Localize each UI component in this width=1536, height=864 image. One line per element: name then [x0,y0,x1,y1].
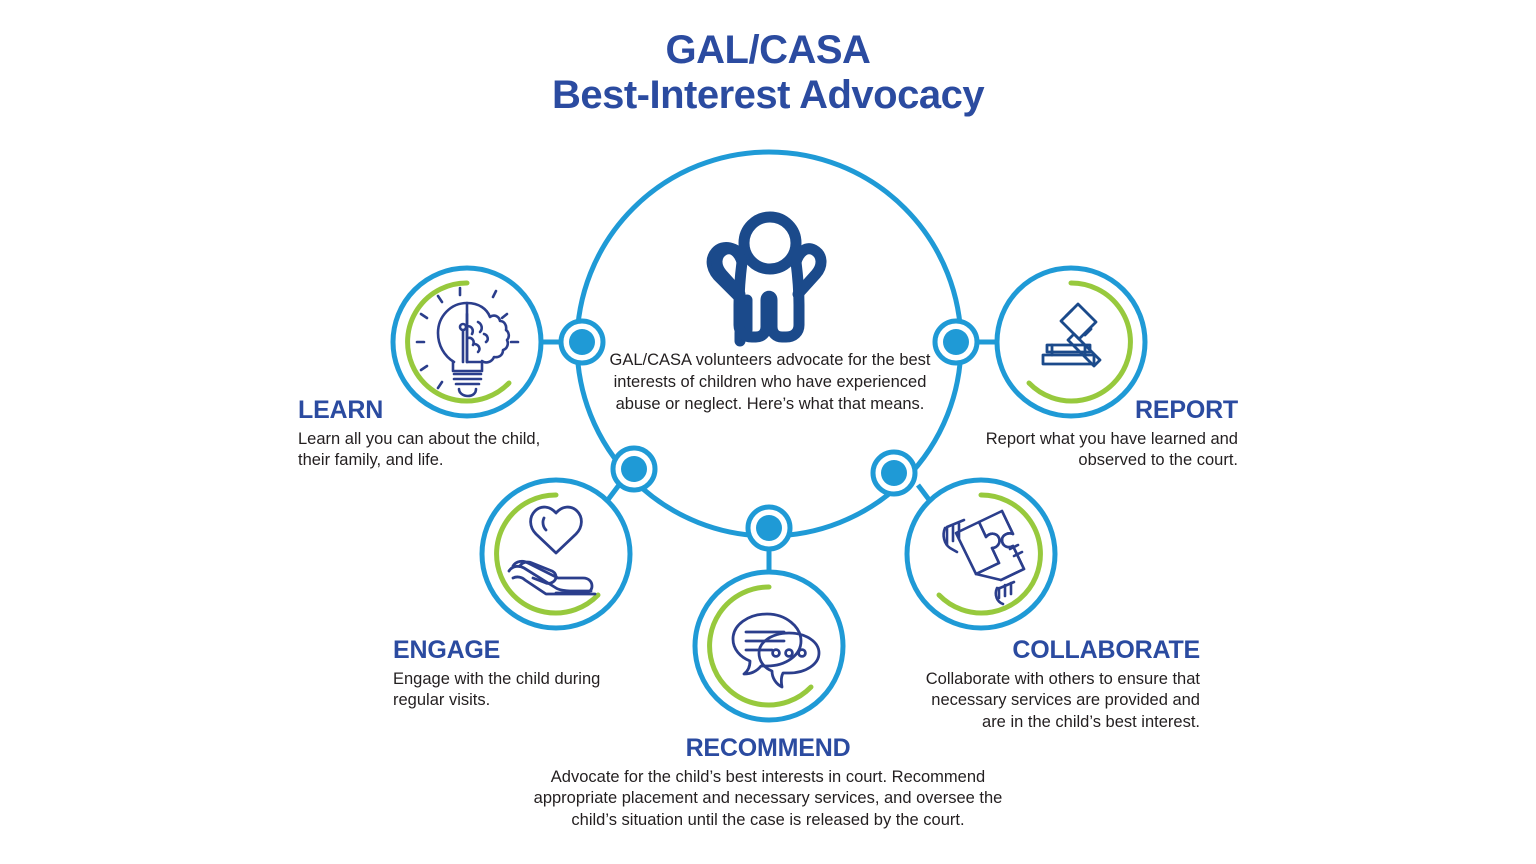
hub-node-recommend [745,504,793,552]
step-body-learn: Learn all you can about the child, their… [298,430,541,470]
step-heading-learn: LEARN [298,396,384,424]
title-line-2: Best-Interest Advocacy [551,72,985,117]
speech-bubbles-icon [731,612,821,689]
hub-nodes [558,318,980,552]
step-body-report: Report what you have learned and observe… [985,430,1238,470]
hub-node-collaborate [870,449,918,497]
step-heading-report: REPORT [1135,396,1238,424]
puzzle-pieces-icon [942,509,1026,606]
step-body-collaborate: Collaborate with others to ensure that n… [925,670,1200,731]
hub-node-report [932,318,980,366]
hub-node-engage [610,445,658,493]
step-label-learn: LEARN Learn all you can about the child,… [298,398,550,472]
child-figure-icon [706,211,827,347]
step-body-recommend: Advocate for the child’s best interests … [533,768,1003,829]
satellite-engage [479,477,633,631]
center-description: GAL/CASA volunteers advocate for the bes… [609,351,931,414]
step-body-engage: Engage with the child during regular vis… [393,670,601,710]
satellite-learn [390,265,544,419]
satellite-collaborate [904,477,1058,631]
step-label-recommend: RECOMMEND Advocate for the child’s best … [518,736,1018,831]
title-line-1: GAL/CASA [665,28,871,72]
page-title: GAL/CASA Best-Interest Advocacy [0,28,1536,118]
satellite-report [994,265,1148,419]
satellite-recommend [692,569,846,723]
step-heading-recommend: RECOMMEND [685,734,851,762]
heart-in-hand-icon [507,505,597,596]
step-label-collaborate: COLLABORATE Collaborate with others to e… [908,638,1200,733]
step-label-report: REPORT Report what you have learned and … [980,398,1238,472]
hub-node-learn [558,318,606,366]
step-heading-collaborate: COLLABORATE [1012,636,1200,664]
gavel-icon [1041,302,1102,368]
lightbulb-brain-icon [415,286,520,398]
step-heading-engage: ENGAGE [393,636,501,664]
step-label-engage: ENGAGE Engage with the child during regu… [393,638,633,712]
